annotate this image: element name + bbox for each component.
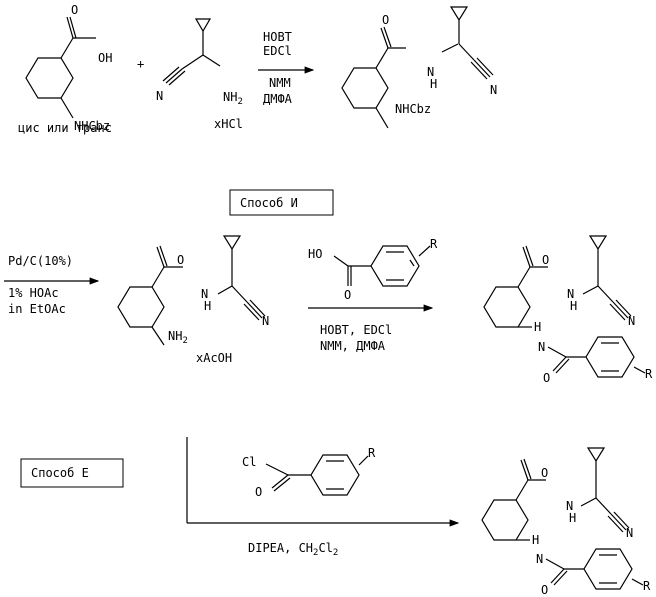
coupling-reagent-1: HOBT, EDCl xyxy=(320,323,392,337)
method-e-label: Способ E xyxy=(31,466,89,480)
method-i-product-o2: O xyxy=(543,371,550,385)
method-i-product-r: R xyxy=(645,367,653,381)
step1-reagent-nmm: NMM xyxy=(269,76,291,90)
hydrogenation-arrow: Pd/C(10%) 1% HOAc in EtOAc xyxy=(4,254,98,316)
amine-nh2-label: NH2 xyxy=(223,90,243,107)
intermediate-nitrile-n: N xyxy=(262,314,269,328)
acid-oh-label: OH xyxy=(98,51,112,65)
benzoyl-chloride-structure: Cl O R xyxy=(242,446,376,499)
acyl-r-label: R xyxy=(368,446,376,460)
coupling-arrow: HOBT, EDCl NMM, ДМФА xyxy=(308,308,432,353)
step1-product-nhcbz: NHCbz xyxy=(395,102,431,116)
amine-salt-label: xHCl xyxy=(214,117,243,131)
method-e-product-o1: O xyxy=(541,466,548,480)
acyl-o-label: O xyxy=(255,485,262,499)
method-i-product-n2: N xyxy=(538,340,545,354)
method-e-product-o2: O xyxy=(541,583,548,597)
starting-acid-structure: O OH NHCbz цис или транс xyxy=(18,3,112,135)
method-i-product-o1: O xyxy=(542,253,549,267)
method-i-product-structure: O N H N H N O R xyxy=(484,236,653,385)
method-i-product-h2: H xyxy=(534,320,541,334)
intermediate-nh2: NH2 xyxy=(168,329,188,346)
step1-product-structure: O N H N NHCbz xyxy=(342,7,497,128)
acid-oxygen-label: O xyxy=(71,3,78,17)
method-e-product-r: R xyxy=(643,579,651,593)
step1-product-nitrile-n: N xyxy=(490,83,497,97)
aminonitrile-structure: N NH2 xHCl xyxy=(156,19,243,131)
intermediate-o: O xyxy=(177,253,184,267)
acid-ho-label: HO xyxy=(308,247,322,261)
intermediate-amide-h: H xyxy=(204,299,211,313)
intermediate-salt: xAcOH xyxy=(196,351,232,365)
method-e-product-structure: O N H N H N O R xyxy=(482,448,651,597)
method-i-label: Способ И xyxy=(240,196,298,210)
amine-nitrile-n-label: N xyxy=(156,89,163,103)
step1-product-o: O xyxy=(382,13,389,27)
acid-r-label: R xyxy=(430,237,438,251)
method-e-product-h2: H xyxy=(532,533,539,547)
hydrogenation-reagent-2: 1% HOAc xyxy=(8,286,59,300)
coupling-reagent-2: NMM, ДМФА xyxy=(320,339,386,353)
benzoic-acid-structure: HO O R xyxy=(308,237,438,302)
hydrogenation-reagent-3: in EtOAc xyxy=(8,302,66,316)
method-e-base: DIPEA, CH2Cl2 xyxy=(248,541,338,558)
step1-arrow: HOBT EDCl NMM ДМФА xyxy=(258,30,313,106)
acid-o-label: O xyxy=(344,288,351,302)
step1-reagent-hobt: HOBT xyxy=(263,30,292,44)
hydrogenation-reagent-1: Pd/C(10%) xyxy=(8,254,73,268)
step1-reagent-dmfa: ДМФА xyxy=(263,92,293,106)
method-e-product-nitrile-n: N xyxy=(626,526,633,540)
method-i-product-nitrile-n: N xyxy=(628,314,635,328)
step1-product-amide-h: H xyxy=(430,77,437,91)
method-e-product-n2: N xyxy=(536,552,543,566)
step1-reagent-edcl: EDCl xyxy=(263,44,292,58)
plus-sign: + xyxy=(137,57,144,71)
acyl-cl-label: Cl xyxy=(242,455,256,469)
method-i-product-amide-h: H xyxy=(570,299,577,313)
method-e-product-amide-h: H xyxy=(569,511,576,525)
stereo-label: цис или транс xyxy=(18,121,112,135)
intermediate-amine-structure: O N H N NH2 xAcOH xyxy=(118,236,269,365)
